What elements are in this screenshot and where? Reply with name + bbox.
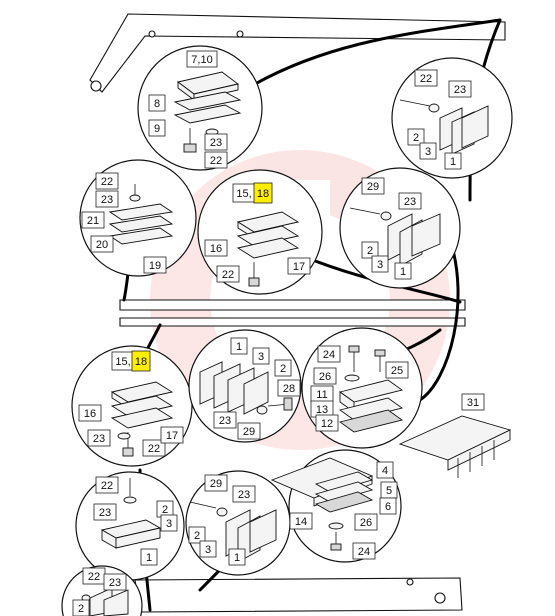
label-c10-1: 23: [99, 507, 111, 519]
label-c8-4: 13: [316, 404, 328, 416]
label-c5-2: 2: [367, 245, 373, 257]
label-c12-3: 14: [295, 516, 307, 528]
label-c10-2: 2: [162, 504, 168, 516]
label-c4-2: 16: [210, 243, 222, 255]
label-c4-3: 22: [222, 269, 234, 281]
label-c6-3: 23: [93, 433, 105, 445]
label-c6-4: 22: [148, 443, 160, 455]
label-c1-2: 9: [154, 123, 160, 135]
label-c3-2: 21: [87, 215, 99, 227]
label-c5-0: 29: [367, 181, 379, 193]
label-c12-0: 4: [382, 465, 388, 477]
label-c11-2: 2: [194, 530, 200, 542]
detail-circle-3: 22 23 21 20 19: [79, 159, 197, 277]
label-c10-4: 1: [146, 552, 152, 564]
label-c13-0: 22: [88, 571, 100, 583]
highlight-box-2: [131, 350, 151, 372]
detail-circle-8: 24 26 25 11 13 12: [301, 327, 423, 449]
detail-circle-10: 22 23 2 3 1: [75, 471, 185, 581]
highlight-box: [253, 182, 273, 204]
label-c6-2: 16: [84, 408, 96, 420]
label-c4-0: 15,: [236, 188, 251, 200]
label-c12-4: 26: [360, 517, 372, 529]
label-c3-4: 19: [149, 260, 161, 272]
label-c2-3: 3: [425, 146, 431, 158]
label-c4-1: 18: [257, 188, 269, 200]
detail-circle-5: 29 23 2 3 1: [339, 167, 461, 289]
detail-circle-1: 7,10 8 9 23 22: [137, 45, 263, 171]
label-c8-1: 26: [319, 371, 331, 383]
label-c7-1: 3: [258, 351, 264, 363]
label-c6-5: 17: [166, 430, 178, 442]
label-c13-1: 23: [109, 577, 121, 589]
label-c11-3: 3: [205, 544, 211, 556]
detail-part-31: 31: [398, 393, 512, 478]
label-c7-2: 2: [280, 363, 286, 375]
label-c3-3: 20: [96, 239, 108, 251]
label-c8-0: 24: [323, 349, 335, 361]
detail-circle-11: 29 23 2 3 1: [185, 470, 291, 576]
label-c7-4: 23: [219, 415, 231, 427]
label-c8-2: 25: [391, 365, 403, 377]
label-c11-1: 23: [238, 489, 250, 501]
label-c7-3: 28: [283, 383, 295, 395]
label-c3-1: 23: [101, 194, 113, 206]
label-c6-1: 18: [135, 356, 147, 368]
label-c7-5: 29: [243, 426, 255, 438]
label-c9-0: 31: [467, 397, 479, 409]
label-c6-0: 15,: [115, 356, 130, 368]
label-c2-4: 1: [450, 156, 456, 168]
label-c4-4: 17: [293, 261, 305, 273]
label-c3-0: 22: [101, 176, 113, 188]
detail-circle-13: 22 23 2: [61, 565, 143, 616]
label-c8-5: 12: [321, 418, 333, 430]
detail-circle-6: 15, 18 16 23 22 17: [71, 345, 193, 467]
label-c1-1: 8: [154, 98, 160, 110]
label-c2-0: 22: [420, 73, 432, 85]
label-c8-3: 11: [316, 389, 327, 401]
label-c12-2: 6: [385, 501, 391, 513]
detail-circle-12: 4 5 6 14 26 24: [270, 449, 402, 563]
label-c5-4: 1: [400, 266, 406, 278]
label-c11-4: 1: [234, 552, 240, 564]
label-c11-0: 29: [210, 478, 222, 490]
label-c1-4: 22: [210, 155, 222, 167]
label-c1-0: 7,10: [191, 54, 212, 66]
label-c5-3: 3: [377, 259, 383, 271]
detail-circle-7: 1 3 2 28 23 29: [188, 329, 302, 443]
detail-circle-4: 15, 18 16 22 17: [197, 169, 323, 295]
label-c5-1: 23: [404, 196, 416, 208]
label-c1-3: 23: [210, 137, 222, 149]
label-c13-2: 2: [78, 603, 84, 615]
label-c7-0: 1: [236, 341, 242, 353]
label-c2-1: 23: [454, 84, 466, 96]
label-c10-3: 3: [166, 518, 172, 530]
label-c10-0: 22: [101, 480, 113, 492]
label-c2-2: 2: [413, 132, 419, 144]
label-c12-5: 24: [358, 546, 370, 558]
detail-circle-2: 22 23 2 3 1: [391, 57, 513, 179]
label-c12-1: 5: [386, 485, 392, 497]
